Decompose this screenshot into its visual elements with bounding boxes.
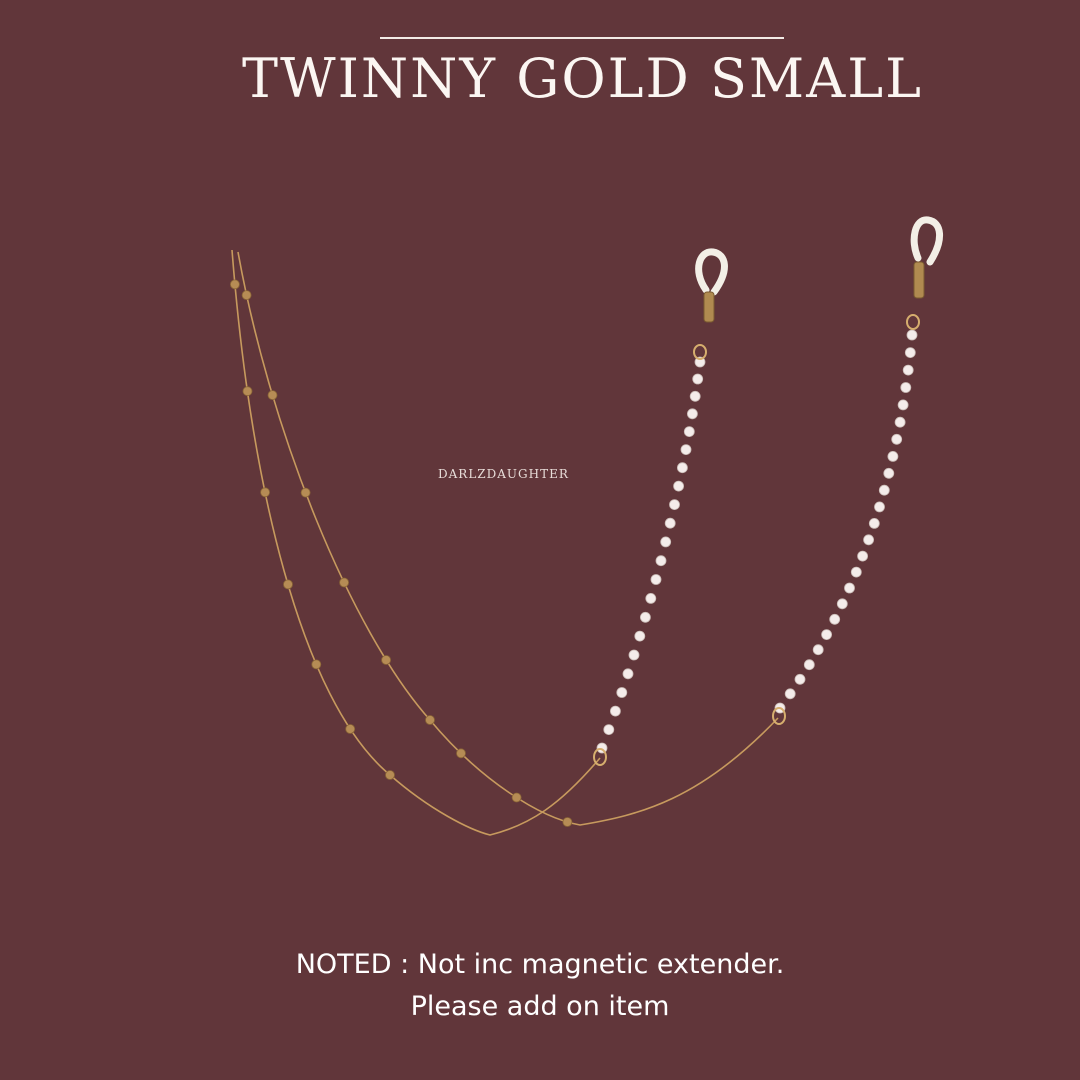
- pearl-bead: [821, 629, 832, 640]
- pearl-bead: [616, 687, 628, 698]
- pearl-bead: [904, 347, 916, 359]
- gold-bead: [283, 579, 293, 590]
- pearl-bead: [812, 644, 824, 656]
- pearl-bead: [650, 574, 662, 585]
- pearl-bead: [622, 668, 634, 680]
- jump-ring: [593, 748, 607, 766]
- title-block: TWINNY GOLD SMALL: [210, 46, 955, 110]
- pearl-bead: [894, 416, 906, 428]
- gold-bead: [511, 792, 522, 803]
- pearl-bead: [680, 444, 692, 456]
- rubber-loop-right: [910, 216, 943, 266]
- pearl-bead: [863, 534, 874, 546]
- pearl-bead: [683, 426, 695, 438]
- jump-ring: [693, 344, 707, 360]
- product-title: TWINNY GOLD SMALL: [242, 46, 923, 110]
- jump-ring: [906, 314, 920, 330]
- pearl-bead: [677, 462, 688, 474]
- pearl-bead: [883, 467, 895, 479]
- gold-bead: [242, 386, 253, 397]
- pearl-bead: [887, 450, 899, 462]
- pearl-bead: [640, 611, 651, 623]
- pearl-bead: [850, 566, 862, 578]
- pearl-bead: [669, 499, 680, 511]
- gold-bead: [241, 290, 252, 301]
- gold-bead: [339, 577, 350, 588]
- pearl-bead: [645, 593, 657, 604]
- clasp-left: [703, 291, 715, 323]
- gold-bead: [300, 487, 311, 498]
- note-line-2: Please add on item: [410, 991, 670, 1022]
- rubber-loop-left: [695, 248, 728, 296]
- gold-bead: [425, 715, 435, 725]
- pearl-bead: [902, 364, 914, 376]
- pearl-bead: [803, 659, 815, 671]
- pearl-bead: [874, 501, 885, 513]
- product-image-eyewear-chain: [229, 216, 943, 836]
- pearl-bead: [784, 688, 796, 700]
- gold-bead: [456, 748, 466, 759]
- pearl-bead: [664, 517, 676, 529]
- pearl-bead: [836, 598, 848, 610]
- gold-bead: [229, 279, 240, 290]
- pearl-bead: [844, 582, 855, 594]
- jump-ring: [772, 707, 786, 725]
- brand-watermark: DARLZDAUGHTER: [438, 467, 569, 481]
- gold-bead: [562, 817, 573, 827]
- pearl-bead: [794, 673, 806, 685]
- gold-bead: [267, 390, 278, 401]
- gold-chain-strand-a: [231, 249, 601, 836]
- product-note: NOTED : Not inc magnetic extender. Pleas…: [0, 944, 1080, 1028]
- pearl-bead: [634, 630, 646, 642]
- pearl-bead: [692, 373, 704, 385]
- pearl-bead: [906, 329, 918, 341]
- pearl-bead: [829, 613, 841, 625]
- clasp-right: [913, 261, 925, 299]
- gold-chain-strand-b: [237, 251, 779, 826]
- gold-bead: [260, 487, 271, 498]
- pearl-bead: [891, 433, 903, 445]
- pearl-bead: [603, 724, 615, 735]
- pearl-bead: [628, 649, 640, 661]
- pearl-bead: [689, 390, 701, 402]
- note-line-1: NOTED : Not inc magnetic extender.: [295, 949, 785, 980]
- pearl-bead: [610, 705, 621, 717]
- pearl-bead: [857, 550, 868, 562]
- pearl-bead: [660, 536, 672, 548]
- gold-bead: [385, 770, 395, 780]
- pearl-bead: [878, 484, 890, 496]
- gold-bead: [381, 655, 392, 665]
- gold-bead: [345, 724, 356, 734]
- pearl-bead: [687, 408, 698, 420]
- pearl-bead: [868, 518, 880, 529]
- title-top-rule: [380, 37, 784, 39]
- gold-bead: [311, 659, 322, 670]
- pearl-bead: [900, 382, 912, 393]
- pearl-bead: [897, 399, 909, 411]
- pearl-bead: [673, 480, 684, 492]
- pearl-bead: [655, 555, 667, 567]
